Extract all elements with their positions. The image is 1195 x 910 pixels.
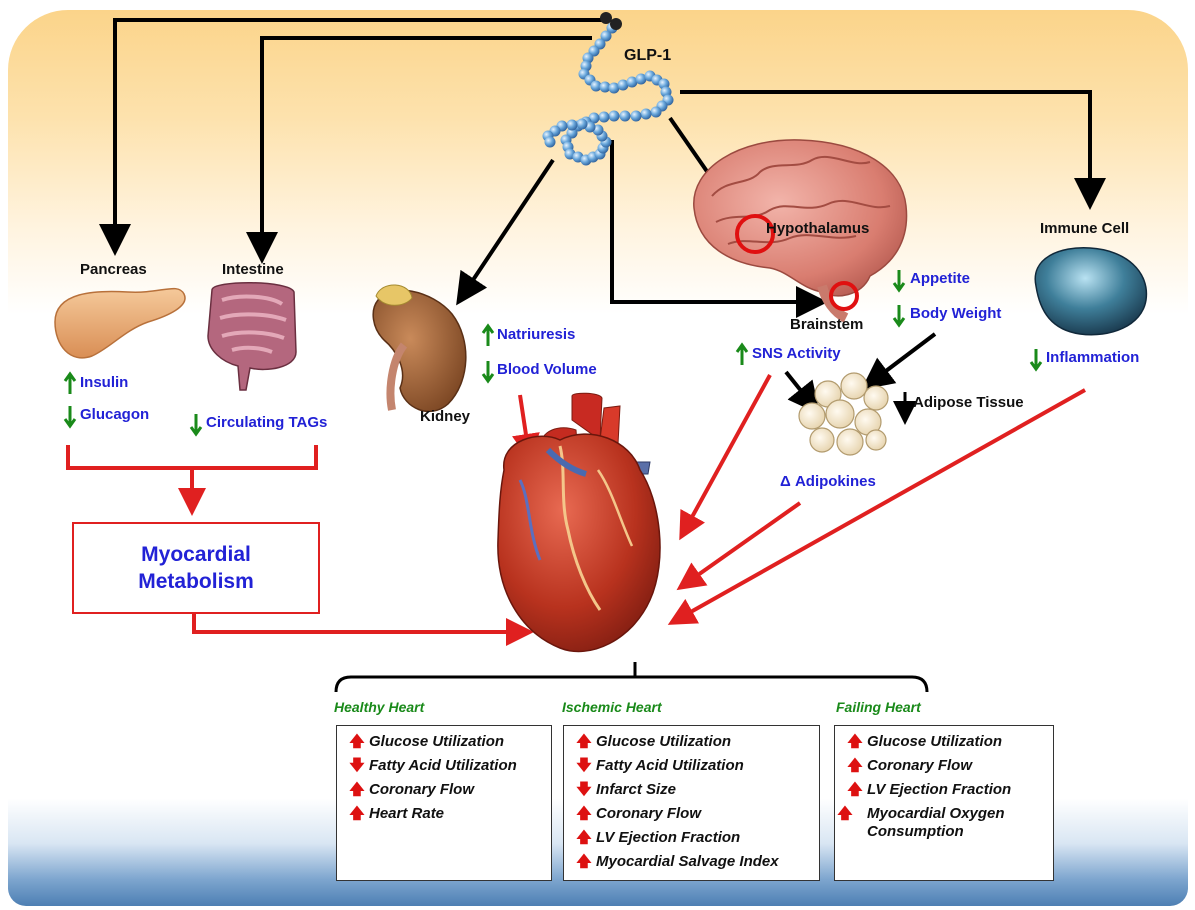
up-arrow-icon: 🡅 <box>576 730 592 754</box>
outcome-item: 🡅Glucose Utilization <box>576 730 819 754</box>
heart-illustration <box>498 393 660 651</box>
connector-weight-to-adipose <box>874 334 935 380</box>
outcome-item: 🡅Coronary Flow <box>349 778 551 802</box>
metabolism-line1: Myocardial <box>141 541 251 568</box>
down-arrow-icon: 🡇 <box>576 778 592 802</box>
intestine-label: Intestine <box>222 261 284 279</box>
outcome-item: 🡅Myocardial Oxygen Consumption <box>847 802 1047 841</box>
pancreas-label: Pancreas <box>80 261 147 279</box>
up-arrow-icon: 🡅 <box>576 802 592 826</box>
hypothalamus-label: Hypothalamus <box>766 220 869 238</box>
up-arrow-icon <box>737 345 747 365</box>
adipose-tissue-label: Adipose Tissue <box>913 394 1024 412</box>
up-arrow-icon: 🡅 <box>576 850 592 874</box>
blood-volume-effect: Blood Volume <box>497 361 597 379</box>
up-arrow-icon: 🡅 <box>576 826 592 850</box>
glp1-bead <box>577 119 588 130</box>
healthy-heart-heading: Healthy Heart <box>334 699 424 715</box>
glp1-terminal-bead <box>600 12 612 24</box>
outcome-item: 🡅LV Ejection Fraction <box>847 778 1053 802</box>
ischemic-heart-list: 🡅Glucose Utilization 🡇Fatty Acid Utiliza… <box>564 726 819 874</box>
up-arrow-icon: 🡅 <box>847 805 863 823</box>
outcome-item: 🡅Glucose Utilization <box>349 730 551 754</box>
glp1-bead <box>620 111 631 122</box>
circulating-tags-effect: Circulating TAGs <box>206 414 327 432</box>
glp1-terminal-bead <box>610 18 622 30</box>
bracket-pancreas-intestine <box>68 445 316 468</box>
sns-activity-effect: SNS Activity <box>752 345 841 363</box>
metabolism-line2: Metabolism <box>138 568 254 595</box>
down-arrow-icon: 🡇 <box>576 754 592 778</box>
glp1-bead <box>609 111 620 122</box>
outcome-item: 🡇Fatty Acid Utilization <box>576 754 819 778</box>
outcome-item: 🡅Coronary Flow <box>847 754 1053 778</box>
ischemic-heart-heading: Ischemic Heart <box>562 699 662 715</box>
outcome-item: 🡅Myocardial Salvage Index <box>576 850 819 874</box>
immune-cell-label: Immune Cell <box>1040 220 1129 238</box>
ischemic-heart-box: 🡅Glucose Utilization 🡇Fatty Acid Utiliza… <box>563 725 820 881</box>
down-arrow-icon <box>894 305 904 325</box>
healthy-heart-list: 🡅Glucose Utilization 🡇Fatty Acid Utiliza… <box>337 726 551 826</box>
outcome-item: 🡅LV Ejection Fraction <box>576 826 819 850</box>
glp1-bead <box>567 120 578 131</box>
down-arrow-icon <box>65 406 75 426</box>
up-arrow-icon: 🡅 <box>349 802 365 826</box>
immune-cell-illustration <box>1035 248 1146 335</box>
down-arrow-icon: 🡇 <box>349 754 365 778</box>
glucagon-effect: Glucagon <box>80 406 149 424</box>
glp1-bead <box>599 112 610 123</box>
pancreas-illustration <box>55 289 185 358</box>
glp1-title: GLP-1 <box>624 47 671 65</box>
connector-to-intestine <box>262 38 592 248</box>
kidney-label: Kidney <box>420 408 470 426</box>
outcome-item: 🡇Infarct Size <box>576 778 819 802</box>
up-arrow-icon: 🡅 <box>847 754 863 778</box>
kidney-illustration <box>373 285 466 411</box>
myocardial-metabolism-box: Myocardial Metabolism <box>72 522 320 614</box>
connector-sns-to-heart <box>686 375 770 528</box>
up-arrow-icon: 🡅 <box>349 778 365 802</box>
healthy-heart-box: 🡅Glucose Utilization 🡇Fatty Acid Utiliza… <box>336 725 552 881</box>
up-arrow-icon: 🡅 <box>847 730 863 754</box>
glp1-bead <box>651 107 662 118</box>
body-weight-effect: Body Weight <box>910 305 1001 323</box>
outcome-item: 🡅Glucose Utilization <box>847 730 1053 754</box>
outcome-item: 🡇Fatty Acid Utilization <box>349 754 551 778</box>
connector-sns-to-adipose <box>786 372 810 402</box>
inflammation-effect: Inflammation <box>1046 349 1139 367</box>
connector-adipokines-to-heart <box>688 503 800 582</box>
outcome-bracket <box>336 662 927 692</box>
down-arrow-icon <box>894 270 904 290</box>
glp1-bead <box>545 137 556 148</box>
outcome-item: 🡅Coronary Flow <box>576 802 819 826</box>
intestine-illustration <box>208 283 296 390</box>
glp1-peptide-chain <box>543 23 674 166</box>
outcome-item: 🡅Heart Rate <box>349 802 551 826</box>
down-arrow-icon <box>191 414 201 434</box>
natriuresis-effect: Natriuresis <box>497 326 575 344</box>
connector-to-pancreas <box>115 20 602 240</box>
adipokines-effect: Δ Adipokines <box>780 473 876 491</box>
failing-heart-box: 🡅Glucose Utilization 🡅Coronary Flow 🡅LV … <box>834 725 1054 881</box>
failing-heart-list: 🡅Glucose Utilization 🡅Coronary Flow 🡅LV … <box>835 726 1053 841</box>
connector-metabolism-to-heart <box>194 612 520 632</box>
adipose-tissue-illustration <box>799 373 888 455</box>
glp1-bead <box>641 109 652 120</box>
failing-heart-heading: Failing Heart <box>836 699 921 715</box>
brainstem-label: Brainstem <box>790 316 863 334</box>
up-arrow-icon: 🡅 <box>349 730 365 754</box>
down-arrow-icon <box>1031 349 1041 369</box>
down-arrow-icon <box>483 361 493 381</box>
appetite-effect: Appetite <box>910 270 970 288</box>
glp1-bead <box>631 111 642 122</box>
insulin-effect: Insulin <box>80 374 128 392</box>
up-arrow-icon: 🡅 <box>847 778 863 802</box>
connector-to-kidney <box>465 160 553 292</box>
up-arrow-icon <box>483 326 493 346</box>
up-arrow-icon <box>65 374 75 394</box>
